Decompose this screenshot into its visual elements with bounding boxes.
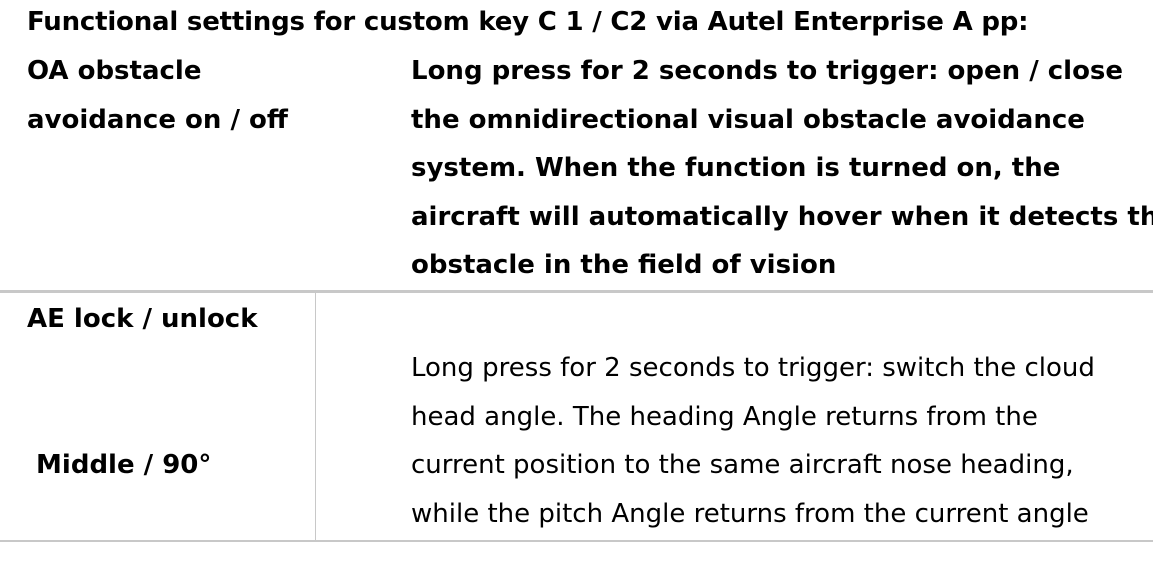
description-line: current position to the same aircraft no… (411, 450, 1074, 480)
description-line: aircraft will automatically hover when i… (411, 201, 1153, 232)
description-line: head angle. The heading Angle returns fr… (411, 401, 1038, 432)
page-title: Functional settings for custom key C 1 /… (27, 7, 1029, 37)
row-divider (0, 290, 1153, 293)
description-line: obstacle in the field of vision (411, 250, 837, 280)
description-line: while the pitch Angle returns from the c… (411, 498, 1089, 529)
column-divider (315, 293, 316, 541)
description-line: system. When the function is turned on, … (411, 153, 1061, 183)
setting-label-middle-90: Middle / 90° (27, 344, 211, 587)
setting-label-ae-lock: AE lock / unlock (27, 295, 258, 344)
table-bottom-border (0, 540, 1153, 542)
label-line: AE lock / unlock (27, 304, 258, 334)
setting-description-middle-90: Long press for 2 seconds to trigger: swi… (411, 344, 1153, 538)
description-line: Long press for 2 seconds to trigger: swi… (411, 353, 1095, 383)
label-line: Middle / 90° (27, 450, 212, 480)
label-line: avoidance on / off (27, 104, 288, 135)
setting-label-oa-obstacle-avoidance: OA obstacle avoidance on / off (27, 47, 288, 144)
description-line: the omnidirectional visual obstacle avoi… (411, 104, 1085, 135)
setting-description-oa-obstacle-avoidance: Long press for 2 seconds to trigger: ope… (411, 47, 1153, 290)
description-line: Long press for 2 seconds to trigger: ope… (411, 56, 1124, 86)
label-line: OA obstacle (27, 56, 202, 86)
